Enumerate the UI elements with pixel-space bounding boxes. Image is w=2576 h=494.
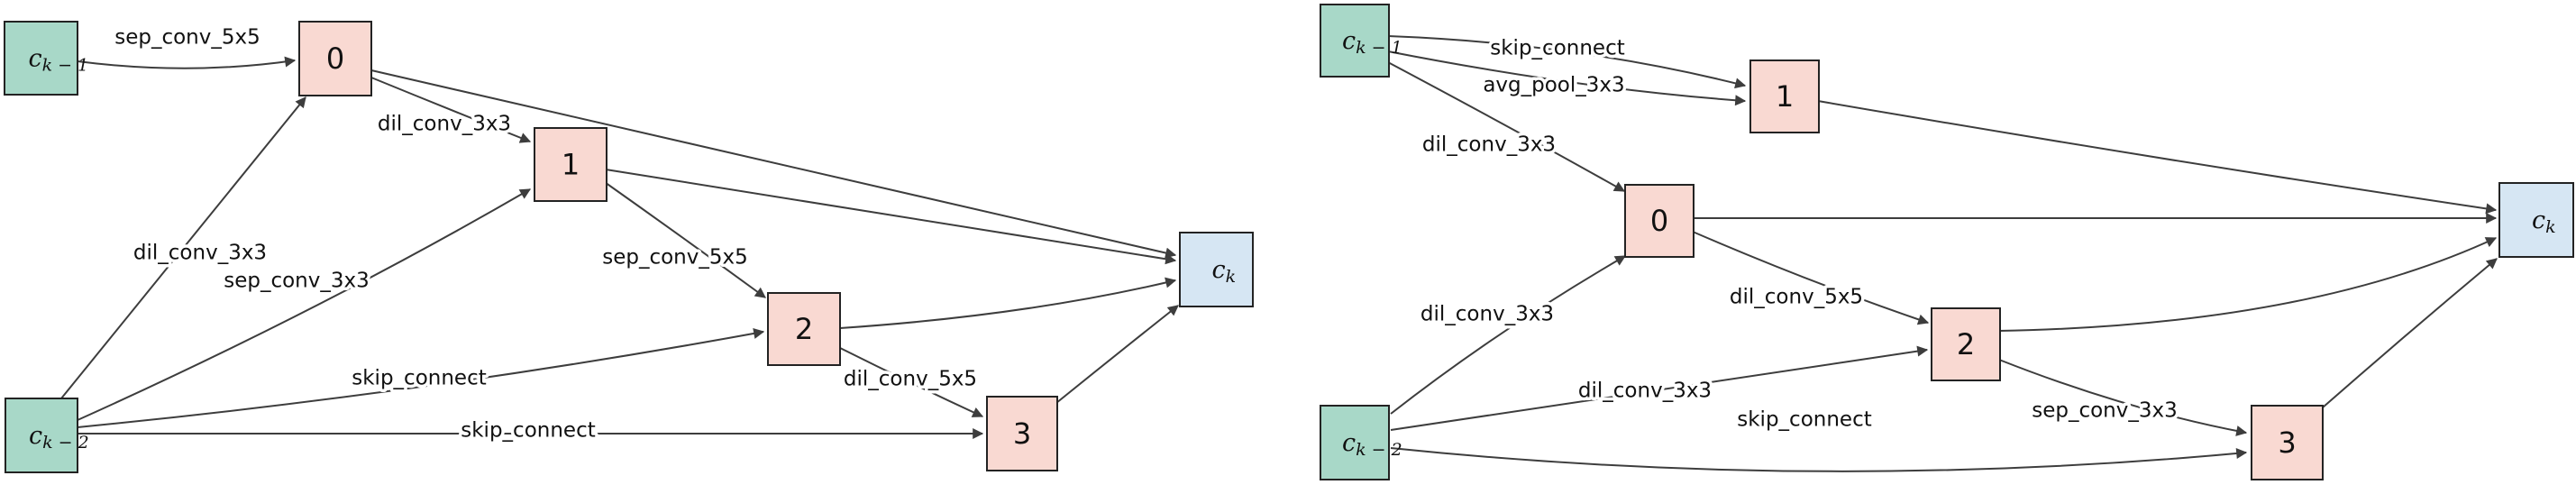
edge-left-cell-ck-2-to-0-dil_conv_3x3 — [60, 96, 306, 399]
node-label-sub-right-cell-ck: k — [2545, 217, 2556, 237]
node-label-right-cell-ck-2: ck − 2 — [1342, 429, 1402, 461]
node-label-sub-right-cell-ck-1: k − 1 — [1356, 38, 1402, 58]
node-label-sub-right-cell-ck-2: k − 2 — [1356, 440, 1402, 460]
edge-label-right-cell-skip_connect: skip_connect — [1737, 408, 1871, 432]
edge-label-left-cell-dil_conv_3x3: dil_conv_3x3 — [133, 242, 267, 265]
node-label-left-cell-ck-2: ck − 2 — [29, 422, 89, 453]
edge-left-cell-0-to-1-dil_conv_3x3 — [370, 77, 532, 143]
node-box-right-cell-1 — [1749, 59, 1820, 133]
edge-label-right-cell-dil_conv_3x3: dil_conv_3x3 — [1578, 380, 1712, 403]
edge-right-cell-2-to-3-sep_conv_3x3 — [1998, 359, 2248, 436]
edge-label-right-cell-avg_pool_3x3: avg_pool_3x3 — [1483, 74, 1624, 97]
edge-left-cell-1-to-ck — [605, 169, 1177, 265]
node-label-left-cell-ck: ck — [1212, 256, 1237, 288]
node-box-left-cell-ck — [1179, 232, 1254, 307]
right-cell: skip_connect avg_pool_3x3 dil_conv_3x3 dil_… — [1320, 4, 2574, 480]
node-box-right-cell-0 — [1624, 184, 1694, 258]
edge-right-cell-0-to-2-dil_conv_5x5 — [1692, 231, 1930, 325]
edge-right-cell-ck-1-to-1-avg_pool_3x3 — [1387, 50, 1747, 106]
node-box-right-cell-2 — [1931, 307, 2001, 381]
node-box-left-cell-0 — [298, 21, 372, 96]
edge-left-cell-1-to-2-sep_conv_5x5 — [601, 179, 766, 298]
node-label-main-right-cell-ck-1: c — [1342, 27, 1356, 55]
edge-left-cell-ck-1-to-0-sep_conv_5x5 — [77, 56, 297, 69]
edge-label-left-cell-sep_conv_3x3: sep_conv_3x3 — [224, 270, 370, 293]
node-box-right-cell-3 — [2251, 405, 2324, 480]
edge-left-cell-ck-2-to-2-skip_connect — [77, 328, 765, 428]
node-label-right-cell-1: 1 — [1776, 79, 1794, 114]
node-label-right-cell-0: 0 — [1650, 204, 1668, 238]
edge-left-cell-3-to-ck — [1055, 305, 1179, 404]
edge-left-cell-2-to-ck — [839, 277, 1177, 329]
node-label-main-right-cell-ck-2: c — [1342, 429, 1356, 457]
edge-label-right-cell-dil_conv_3x3: dil_conv_3x3 — [1420, 303, 1554, 326]
edge-label-right-cell-sep_conv_3x3: sep_conv_3x3 — [2032, 399, 2178, 423]
left-cell: sep_conv_5x5 dil_conv_3x3 dil_conv_3x3 sep_… — [4, 21, 1254, 473]
node-label-left-cell-ck-1: ck − 1 — [29, 44, 89, 76]
edge-right-cell-ck-2-to-0-dil_conv_3x3 — [1390, 255, 1627, 415]
edge-right-cell-2-to-ck — [1998, 237, 2498, 332]
edge-right-cell-ck-1-to-0-dil_conv_3x3 — [1385, 60, 1626, 192]
edge-label-left-cell-skip_connect: skip_connect — [461, 419, 595, 443]
node-box-left-cell-3 — [986, 396, 1058, 471]
node-box-right-cell-ck — [2498, 182, 2574, 258]
node-box-left-cell-1 — [534, 127, 607, 202]
node-label-right-cell-ck-1: ck − 1 — [1342, 27, 1402, 59]
node-label-left-cell-1: 1 — [562, 148, 580, 182]
node-label-sub-left-cell-ck-2: k − 2 — [42, 433, 89, 453]
node-box-right-cell-ck-1 — [1320, 4, 1390, 78]
edge-left-cell-0-to-ck — [370, 69, 1177, 259]
node-box-left-cell-ck-2 — [5, 398, 78, 473]
node-label-right-cell-2: 2 — [1957, 327, 1975, 361]
edge-left-cell-ck-2-to-1-sep_conv_3x3 — [77, 188, 532, 421]
edge-label-left-cell-skip_connect: skip_connect — [352, 367, 486, 390]
edge-right-cell-3-to-ck — [2322, 258, 2498, 408]
node-label-main-left-cell-ck: c — [1212, 256, 1226, 284]
node-label-sub-left-cell-ck: k — [1226, 267, 1237, 287]
node-label-main-left-cell-ck-2: c — [29, 422, 42, 450]
edge-right-cell-ck-2-to-3-skip_connect — [1390, 447, 2248, 472]
edge-label-left-cell-dil_conv_3x3: dil_conv_3x3 — [378, 113, 511, 136]
edge-label-right-cell-dil_conv_5x5: dil_conv_5x5 — [1730, 286, 1863, 309]
edge-label-right-cell-skip_connect: skip_connect — [1490, 37, 1624, 60]
node-label-right-cell-ck: ck — [2532, 206, 2556, 238]
node-label-main-left-cell-ck-1: c — [29, 44, 42, 72]
node-box-left-cell-2 — [767, 292, 841, 366]
node-label-main-right-cell-ck: c — [2532, 206, 2545, 234]
node-box-right-cell-ck-2 — [1320, 405, 1390, 480]
node-label-left-cell-2: 2 — [795, 312, 813, 346]
edge-label-left-cell-sep_conv_5x5: sep_conv_5x5 — [114, 26, 260, 50]
edge-label-right-cell-dil_conv_3x3: dil_conv_3x3 — [1422, 133, 1556, 157]
edge-label-left-cell-dil_conv_5x5: dil_conv_5x5 — [844, 368, 977, 391]
node-label-left-cell-0: 0 — [326, 41, 344, 76]
edge-right-cell-ck-2-to-2-dil_conv_3x3 — [1390, 345, 1929, 431]
edge-left-cell-2-to-3-dil_conv_5x5 — [836, 345, 984, 417]
edge-right-cell-1-to-ck — [1817, 100, 2498, 215]
edge-label-left-cell-sep_conv_5x5: sep_conv_5x5 — [602, 246, 748, 270]
node-label-left-cell-3: 3 — [1013, 416, 1031, 451]
node-label-right-cell-3: 3 — [2278, 425, 2296, 460]
node-box-left-cell-ck-1 — [4, 21, 78, 96]
edge-right-cell-ck-1-to-1-skip_connect — [1387, 35, 1747, 89]
node-label-sub-left-cell-ck-1: k − 1 — [42, 56, 89, 76]
